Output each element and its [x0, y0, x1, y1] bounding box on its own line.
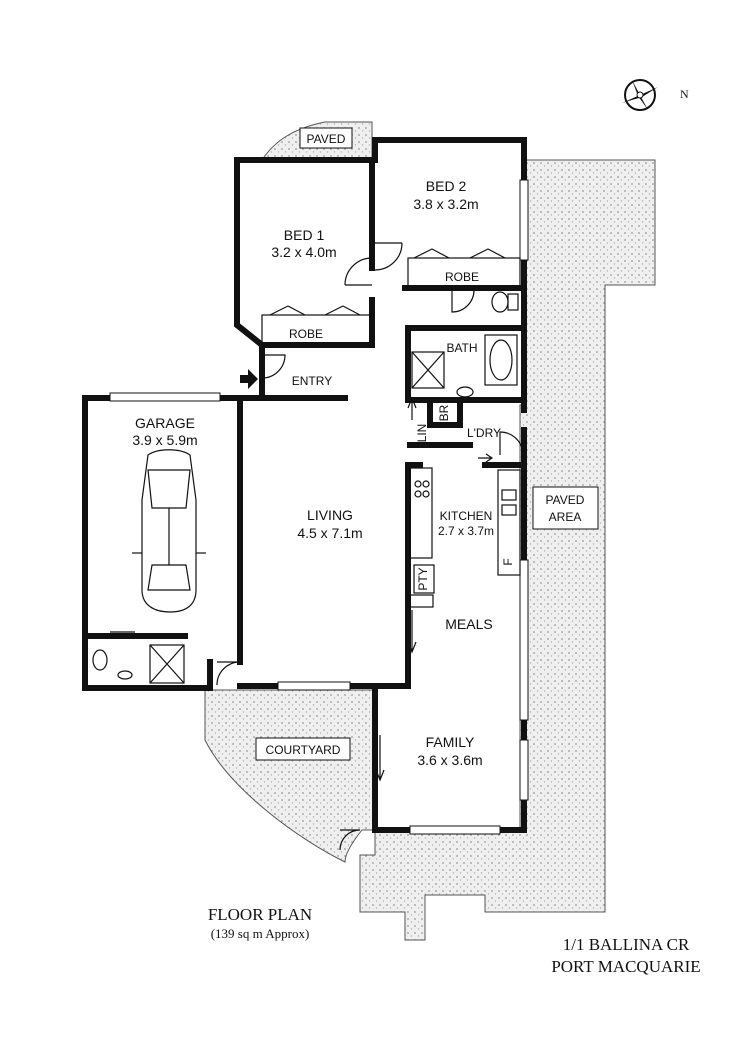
address-line2: PORT MACQUARIE [551, 957, 700, 976]
address-line1: 1/1 BALLINA CR [563, 935, 690, 954]
paved-area-label-box [532, 486, 599, 530]
paved-top-label: PAVED [307, 132, 346, 146]
bath-label: BATH [446, 341, 477, 355]
garage-label: GARAGE [135, 415, 195, 431]
paved-area-hatch [359, 159, 656, 941]
kitchen-size: 2.7 x 3.7m [438, 524, 494, 538]
pantry-label: PTY [416, 567, 430, 590]
paved-area-label-line1: PAVED [546, 493, 585, 507]
entry-arrow-icon [240, 369, 258, 389]
broom-label: BR [437, 404, 451, 421]
entry-label: ENTRY [292, 374, 332, 388]
bed2-label: BED 2 [426, 178, 467, 194]
courtyard-hatch [204, 689, 376, 863]
compass-north-label: N [680, 87, 689, 101]
robe1-label: ROBE [289, 327, 323, 341]
living-size: 4.5 x 7.1m [297, 525, 362, 541]
family-size: 3.6 x 3.6m [417, 752, 482, 768]
paved-area-label-line2: AREA [549, 510, 582, 524]
car-icon [132, 449, 206, 613]
living-label: LIVING [307, 507, 353, 523]
bed2-size: 3.8 x 3.2m [413, 196, 478, 212]
garage-size: 3.9 x 5.9m [132, 432, 197, 448]
fridge-label: F [501, 558, 515, 565]
laundry-label: L'DRY [467, 426, 501, 440]
courtyard-label-box [255, 737, 351, 761]
floor-plan-title: FLOOR PLAN [208, 905, 312, 924]
windows [109, 179, 529, 835]
courtyard-label: COURTYARD [266, 743, 341, 757]
linen-label: LIN [415, 424, 429, 443]
bed1-size: 3.2 x 4.0m [271, 244, 336, 260]
meals-label: MEALS [445, 616, 492, 632]
family-label: FAMILY [426, 734, 475, 750]
fixtures [92, 242, 524, 851]
kitchen-label: KITCHEN [440, 509, 493, 523]
floor-plan-area: (139 sq m Approx) [211, 926, 310, 941]
bed1-label: BED 1 [284, 227, 325, 243]
robe2-label: ROBE [445, 270, 479, 284]
compass-icon [622, 79, 658, 111]
paved-top-label-box [299, 127, 353, 149]
